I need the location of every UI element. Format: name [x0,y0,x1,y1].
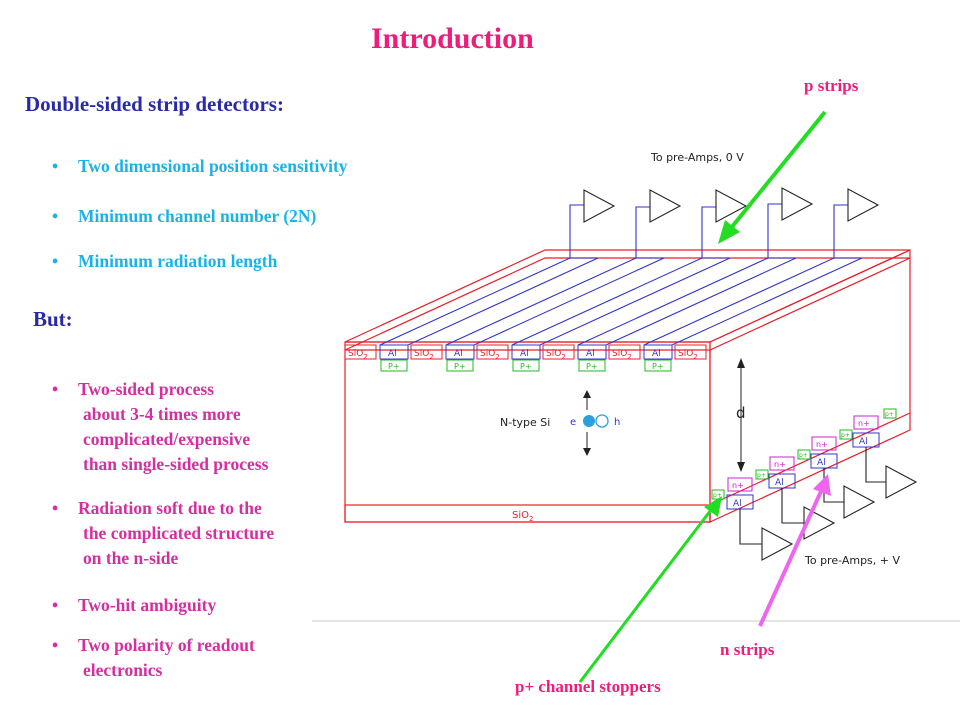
top-readout-label: To pre-Amps, 0 V [650,151,744,164]
con-item: •Two-sided process about 3-4 times more … [52,379,269,474]
al-label: Al [520,349,529,359]
p-plus-label: P+ [520,362,532,371]
bottom-oxide-label: SiO2 [512,510,533,523]
al-label: Al [454,349,463,359]
svg-text:h: h [614,417,620,428]
subscript-2: 2 [495,353,499,361]
con-item: •Radiation soft due to the the complicat… [52,498,275,568]
svg-text:e: e [570,417,576,428]
section-heading-double-sided: Double-sided strip detectors: [25,92,284,116]
p-channel-arrow [578,496,722,683]
n-strips-arrow [758,474,831,627]
bulk-label: N-type Si [500,416,550,429]
svg-text:p+: p+ [713,492,722,499]
subscript-2: 2 [693,353,697,361]
subscript-2: 2 [529,515,533,523]
al-label: Al [652,349,661,359]
p-plus-label: P+ [586,362,598,371]
p-plus-label: P+ [388,362,400,371]
sio2-label: SiO2 [678,349,698,361]
front-face-cells: SiO2 SiO2 SiO2 SiO2 SiO2 SiO2 Al Al Al A… [344,344,707,372]
al-label: Al [388,349,397,359]
sio2-label: SiO2 [414,349,434,361]
svg-text:p+: p+ [799,452,808,459]
svg-text:p+: p+ [885,411,894,418]
page-title: Introduction [371,22,534,55]
con-item: •Two-hit ambiguity [52,595,217,615]
svg-text:p+: p+ [757,472,766,479]
thickness-indicator: d [736,358,746,472]
p-plus-label: P+ [454,362,466,371]
p-strips-top [379,203,863,346]
svg-text:n+: n+ [816,440,828,449]
al-label: Al [586,349,595,359]
sio2-label: SiO2 [348,349,368,361]
con-item: •Two polarity of readout electronics [52,635,255,680]
svg-text:Al: Al [817,458,826,468]
p-strips-label: p strips [804,76,859,95]
svg-text:Al: Al [733,499,742,509]
svg-text:p+: p+ [841,432,850,439]
subscript-2: 2 [429,353,433,361]
p-plus-label: P+ [652,362,664,371]
sio2-label: SiO2 [546,349,566,361]
electron-hole-pair: e h [570,390,620,456]
svg-text:Al: Al [775,478,784,488]
p-strips-arrow [718,110,827,244]
svg-text:n+: n+ [858,419,870,428]
svg-text:Al: Al [859,437,868,447]
top-preamps [583,187,880,223]
svg-text:n+: n+ [732,481,744,490]
n-strips-label: n strips [720,640,775,659]
bottom-readout-label: To pre-Amps, + V [804,554,900,567]
p-channel-stoppers-label: p+ channel stoppers [515,677,661,696]
pro-item: •Two dimensional position sensitivity [52,156,348,176]
n-side-cells: n+ n+ n+ n+ Al Al Al Al p+ p+ p+ p+ p+ [711,408,897,510]
section-heading-but: But: [33,307,73,331]
svg-text:d: d [736,404,746,422]
sio2-label: SiO2 [480,349,500,361]
bottom-preamps [739,447,918,561]
pro-item: •Minimum channel number (2N) [52,206,317,226]
subscript-2: 2 [363,353,367,361]
sio2-label: SiO2 [612,349,632,361]
subscript-2: 2 [627,353,631,361]
pro-item: •Minimum radiation length [52,251,278,271]
svg-text:n+: n+ [774,460,786,469]
subscript-2: 2 [561,353,565,361]
